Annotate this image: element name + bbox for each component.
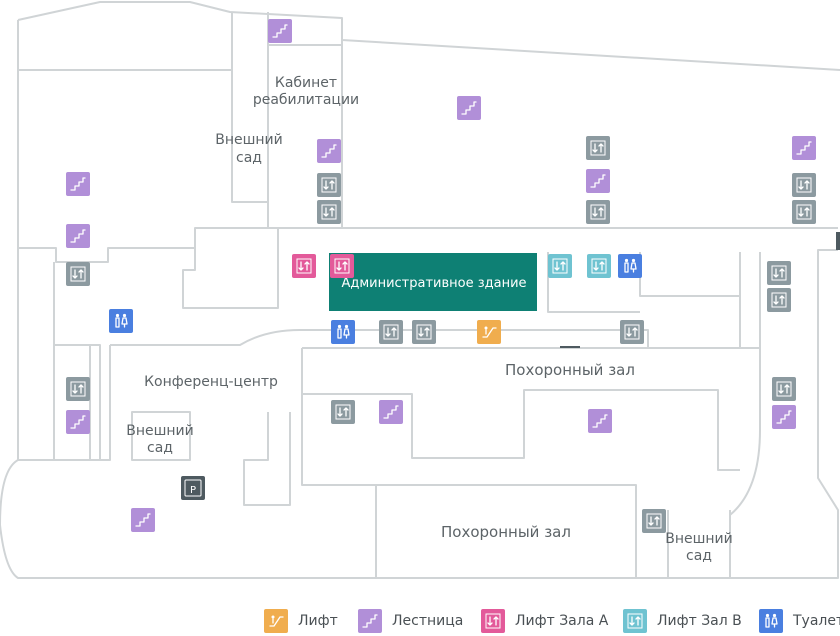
outer-garden-2-line1: Внешний	[126, 423, 194, 439]
outer-garden-1-line2: сад	[236, 150, 262, 166]
elevator-icon	[481, 609, 505, 633]
outer-garden-3-line1: Внешний	[665, 531, 733, 547]
stairs-icon[interactable]	[586, 169, 610, 193]
stairs-icon[interactable]	[588, 409, 612, 433]
legend: Лифт Лестница Лифт Зала А Лифт Зал В Туа…	[0, 606, 840, 636]
stairs-icon[interactable]	[131, 508, 155, 532]
stairs-icon[interactable]	[772, 405, 796, 429]
outer-garden-2-line2: сад	[147, 440, 173, 456]
elevator-icon[interactable]	[772, 377, 796, 401]
legend-item-elevator: Лифт	[264, 606, 338, 636]
elevator-icon[interactable]	[330, 254, 354, 278]
elevator-icon[interactable]	[331, 400, 355, 424]
svg-text:P: P	[190, 485, 196, 496]
legend-label-stairs: Лестница	[392, 613, 464, 629]
stairs-icon[interactable]	[66, 224, 90, 248]
stairs-icon[interactable]	[66, 410, 90, 434]
legend-label-elevator: Лифт	[298, 613, 338, 629]
elevator-icon[interactable]	[317, 200, 341, 224]
elevator-icon[interactable]	[66, 262, 90, 286]
legend-label-hall-b-elevator: Лифт Зал В	[657, 613, 742, 629]
outer-garden-1-line1: Внешний	[215, 132, 283, 148]
toilet-icon[interactable]	[618, 254, 642, 278]
floor-plan: Административное здание Кабинет реабилит…	[0, 1, 840, 579]
escalator-icon	[264, 609, 288, 633]
toilet-icon	[759, 609, 783, 633]
elevator-icon[interactable]	[586, 136, 610, 160]
elevator-icon[interactable]	[767, 261, 791, 285]
conference-center-label: Конференц-центр	[144, 374, 278, 390]
admin-building-block[interactable]	[329, 253, 537, 311]
outer-garden-3-line2: сад	[686, 548, 712, 564]
entrance-marker	[836, 232, 840, 250]
stairs-icon	[358, 609, 382, 633]
door-marker	[560, 346, 580, 348]
admin-building-label: Административное здание	[341, 276, 526, 291]
elevator-icon[interactable]	[66, 377, 90, 401]
elevator-icon[interactable]	[379, 320, 403, 344]
escalator-icon[interactable]	[477, 320, 501, 344]
legend-label-hall-a-elevator: Лифт Зала А	[515, 613, 609, 629]
stairs-icon[interactable]	[457, 96, 481, 120]
elevator-icon[interactable]	[587, 254, 611, 278]
legend-item-stairs: Лестница	[358, 606, 463, 636]
parking-icon[interactable]: P	[181, 476, 205, 500]
elevator-icon[interactable]	[586, 200, 610, 224]
funeral-hall-2-label: Похоронный зал	[441, 523, 571, 541]
legend-item-hall-a-elevator: Лифт Зала А	[481, 606, 608, 636]
elevator-icon	[623, 609, 647, 633]
rehab-label-line1: Кабинет	[275, 75, 337, 91]
elevator-icon[interactable]	[642, 509, 666, 533]
walls	[0, 1, 840, 579]
elevator-icon[interactable]	[767, 288, 791, 312]
elevator-icon[interactable]	[548, 254, 572, 278]
stairs-icon[interactable]	[66, 172, 90, 196]
elevator-icon[interactable]	[792, 200, 816, 224]
toilet-icon[interactable]	[109, 309, 133, 333]
stairs-icon[interactable]	[317, 139, 341, 163]
rehab-label-line2: реабилитации	[253, 92, 359, 108]
elevator-icon[interactable]	[412, 320, 436, 344]
map-icons	[66, 19, 840, 533]
stairs-icon[interactable]	[792, 136, 816, 160]
elevator-icon[interactable]	[292, 254, 316, 278]
stairs-icon[interactable]	[268, 19, 292, 43]
elevator-icon[interactable]	[620, 320, 644, 344]
stairs-icon[interactable]	[379, 400, 403, 424]
funeral-hall-1-label: Похоронный зал	[505, 361, 635, 379]
legend-item-toilet: Туалет	[759, 606, 840, 636]
elevator-icon[interactable]	[317, 173, 341, 197]
legend-item-hall-b-elevator: Лифт Зал В	[623, 606, 742, 636]
toilet-icon[interactable]	[331, 320, 355, 344]
elevator-icon[interactable]	[792, 173, 816, 197]
legend-label-toilet: Туалет	[793, 613, 840, 629]
